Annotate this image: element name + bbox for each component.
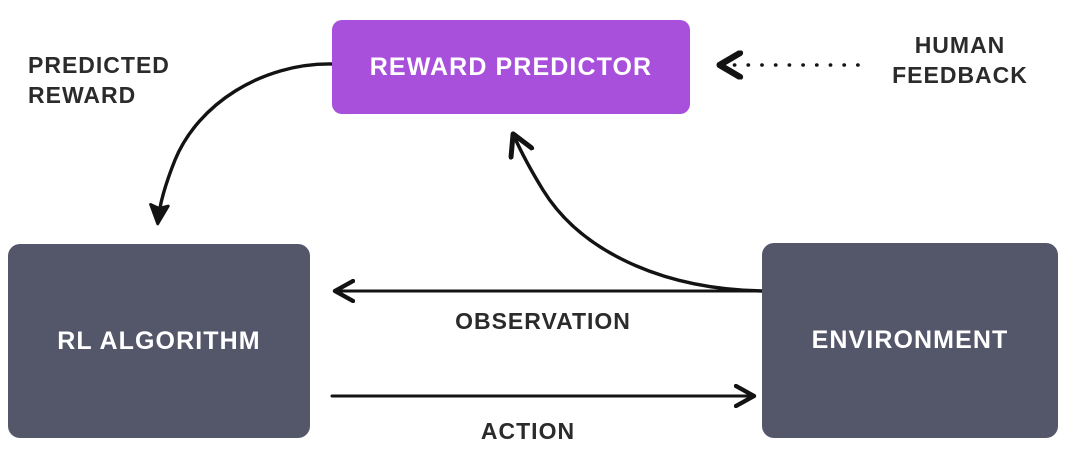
edge-label-predicted-reward: PREDICTED REWARD [28, 52, 170, 108]
node-reward-predictor[interactable]: REWARD PREDICTOR [332, 20, 690, 114]
node-rl-algorithm[interactable]: RL ALGORITHM [8, 244, 310, 438]
node-environment[interactable]: ENVIRONMENT [762, 243, 1058, 438]
node-rl-algorithm-label: RL ALGORITHM [57, 326, 261, 355]
edge-label-action: ACTION [480, 418, 576, 444]
node-reward-predictor-label: REWARD PREDICTOR [369, 52, 653, 81]
edge-label-human-feedback: HUMAN FEEDBACK [892, 32, 1028, 88]
edge-observation-to-predictor [514, 136, 764, 293]
node-environment-label: ENVIRONMENT [811, 326, 1009, 354]
edge-predicted-reward [149, 62, 334, 226]
edge-label-observation: OBSERVATION [455, 308, 631, 334]
